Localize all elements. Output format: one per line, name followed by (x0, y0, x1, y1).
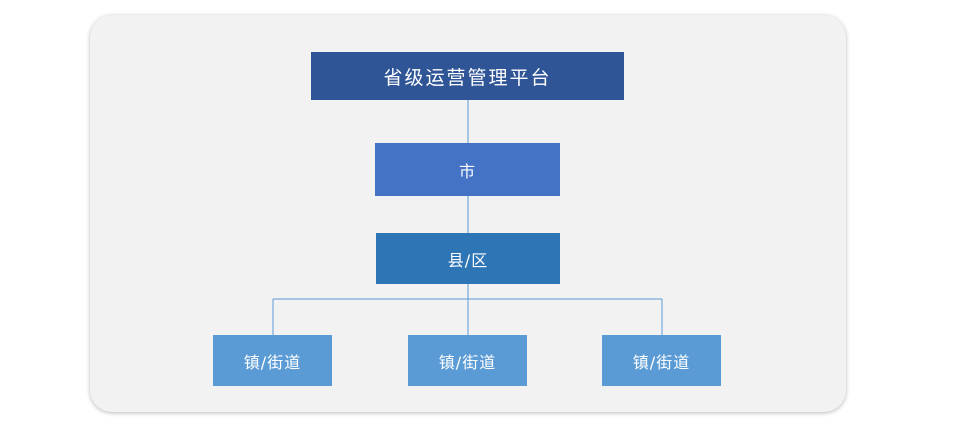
node-county-district: 县/区 (376, 233, 560, 284)
node-town-street-1-label: 镇/街道 (243, 352, 302, 372)
node-county-district-label: 县/区 (447, 250, 489, 270)
node-provincial-platform: 省级运营管理平台 (311, 52, 624, 100)
node-town-street-1: 镇/街道 (213, 335, 332, 386)
node-town-street-2-label: 镇/街道 (438, 352, 497, 372)
node-town-street-3-label: 镇/街道 (632, 352, 691, 372)
node-provincial-platform-label: 省级运营管理平台 (383, 66, 552, 89)
node-town-street-3: 镇/街道 (602, 335, 721, 386)
node-city: 市 (375, 143, 560, 196)
node-city-label: 市 (458, 161, 476, 181)
node-town-street-2: 镇/街道 (408, 335, 527, 386)
